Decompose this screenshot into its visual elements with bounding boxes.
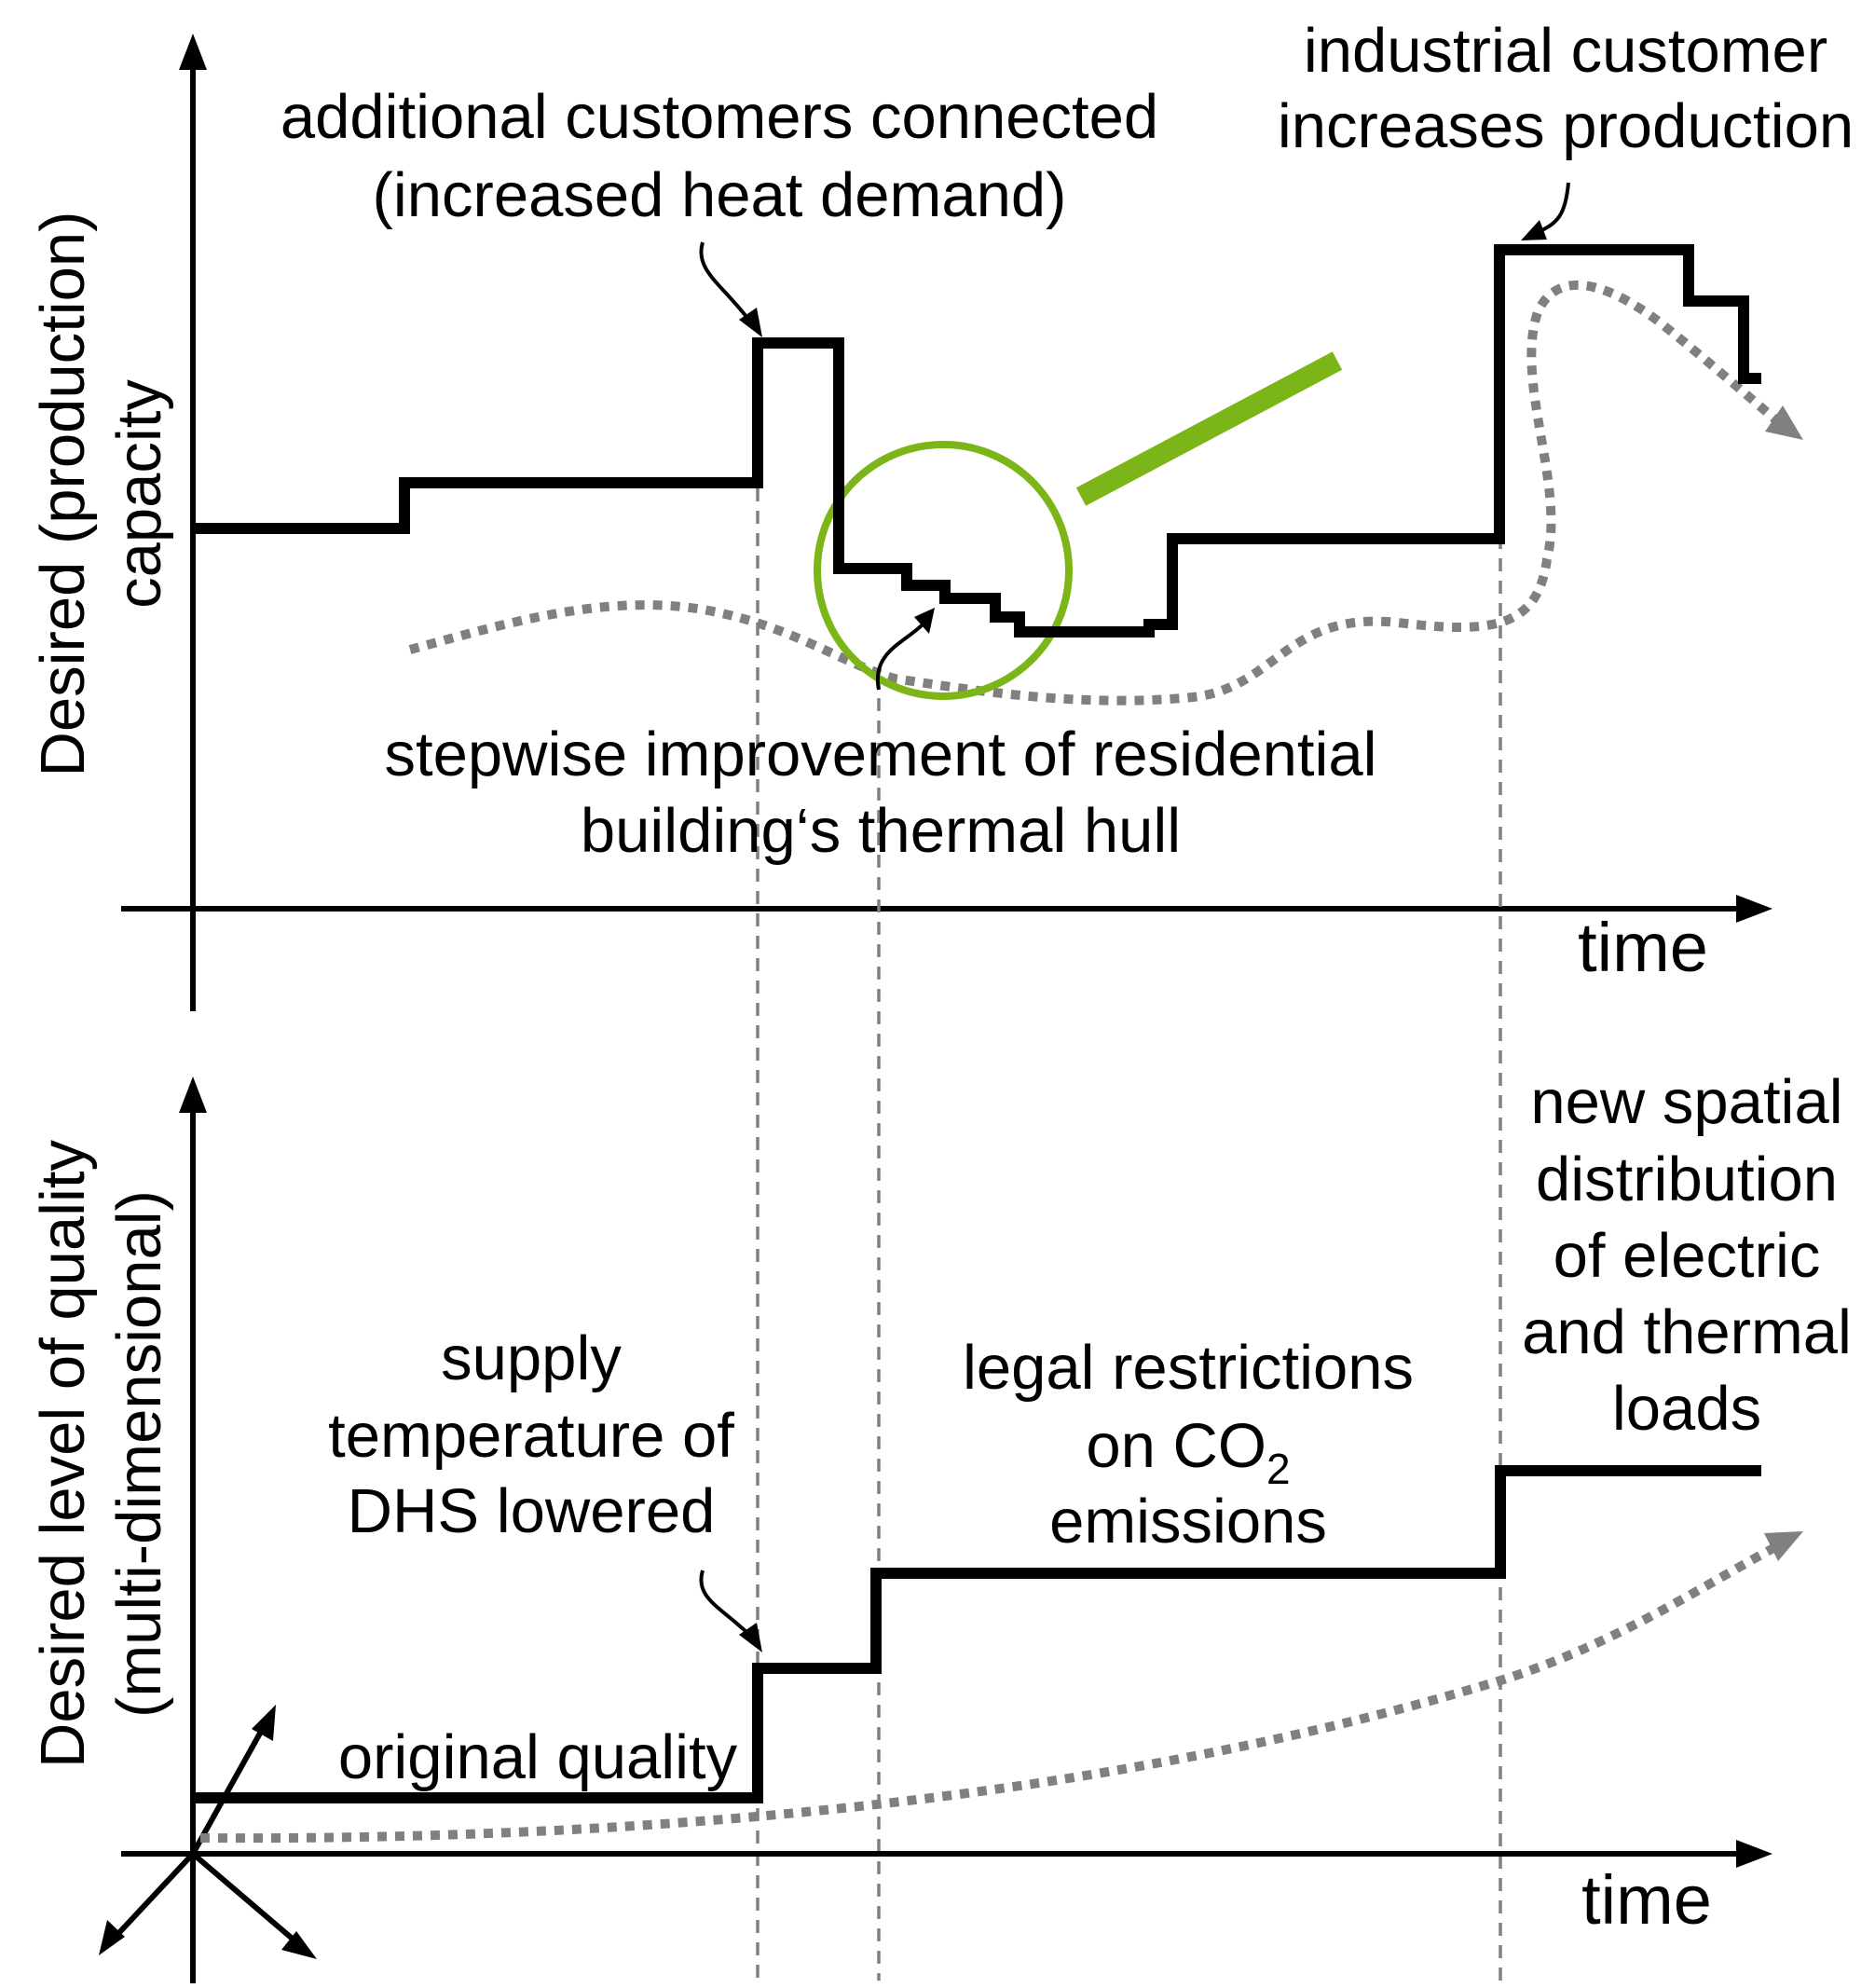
bottom-y-axis-label: Desired level of quality — [28, 1139, 98, 1768]
annotation-legal-restrictions: legal restrictions — [963, 1333, 1414, 1403]
annotation-supply-temperature-line3: DHS lowered — [348, 1476, 716, 1546]
annotation-spatial-distribution-line4: and thermal — [1522, 1297, 1852, 1367]
magnifying-glass-icon — [814, 441, 1073, 700]
annotation-spatial-distribution-line3: of electric — [1553, 1221, 1821, 1291]
pointer-supply-temperature — [699, 1570, 762, 1652]
annotation-supply-temperature: supply — [441, 1323, 622, 1393]
bottom-y-axis-arrowhead — [179, 1076, 207, 1113]
capacity-trend-line — [408, 280, 1779, 706]
top-y-axis-label: Desired (production) — [28, 212, 98, 777]
quality-trend-line — [199, 1542, 1778, 1844]
pointer-additional-customers — [699, 241, 762, 337]
annotation-legal-restrictions-line3: emissions — [1049, 1487, 1327, 1556]
quality-step-line — [193, 1465, 1761, 1803]
annotation-supply-temperature-line2: temperature of — [328, 1401, 734, 1471]
co2-subscript: 2 — [1266, 1445, 1291, 1493]
top-panel: Desired (production) capacity time addit… — [28, 16, 1854, 1981]
annotation-additional-customers: additional customers connected — [281, 82, 1158, 152]
annotation-stepwise-improvement-line2: building‘s thermal hull — [581, 796, 1181, 866]
magnifier-handle — [1075, 351, 1343, 506]
annotation-original-quality: original quality — [338, 1722, 738, 1792]
quality-trend-arrowhead — [1764, 1531, 1803, 1561]
annotation-stepwise-improvement: stepwise improvement of residential — [384, 720, 1376, 789]
capacity-trend-arrowhead — [1765, 405, 1803, 440]
pointer-industrial-customer — [1521, 182, 1570, 240]
top-y-axis-label-line2: capacity — [104, 379, 174, 609]
annotation-spatial-distribution: new spatial — [1530, 1067, 1842, 1137]
bottom-panel: Desired level of quality (multi-dimensio… — [28, 1067, 1852, 1983]
bottom-x-axis-arrowhead — [1736, 1840, 1772, 1868]
pointer-stepwise-improvement — [875, 608, 935, 691]
top-y-axis-arrowhead — [179, 34, 207, 70]
annotation-spatial-distribution-line5: loads — [1612, 1374, 1761, 1444]
annotation-additional-customers-line2: (increased heat demand) — [373, 160, 1067, 230]
capacity-step-line — [193, 244, 1761, 638]
annotation-industrial-customer: industrial customer — [1304, 16, 1827, 86]
multi-axis-arrows-icon — [99, 1705, 317, 1959]
top-x-axis-arrowhead — [1736, 895, 1772, 923]
annotation-legal-restrictions-line2: on CO2 — [1086, 1411, 1290, 1493]
bottom-x-axis-label: time — [1581, 1861, 1712, 1939]
co2-prefix: on CO — [1086, 1411, 1266, 1481]
bottom-y-axis-label-line2: (multi-dimensional) — [104, 1190, 174, 1718]
top-x-axis-label: time — [1578, 909, 1708, 986]
annotation-spatial-distribution-line2: distribution — [1536, 1145, 1838, 1214]
annotation-industrial-customer-line2: increases production — [1278, 91, 1854, 161]
